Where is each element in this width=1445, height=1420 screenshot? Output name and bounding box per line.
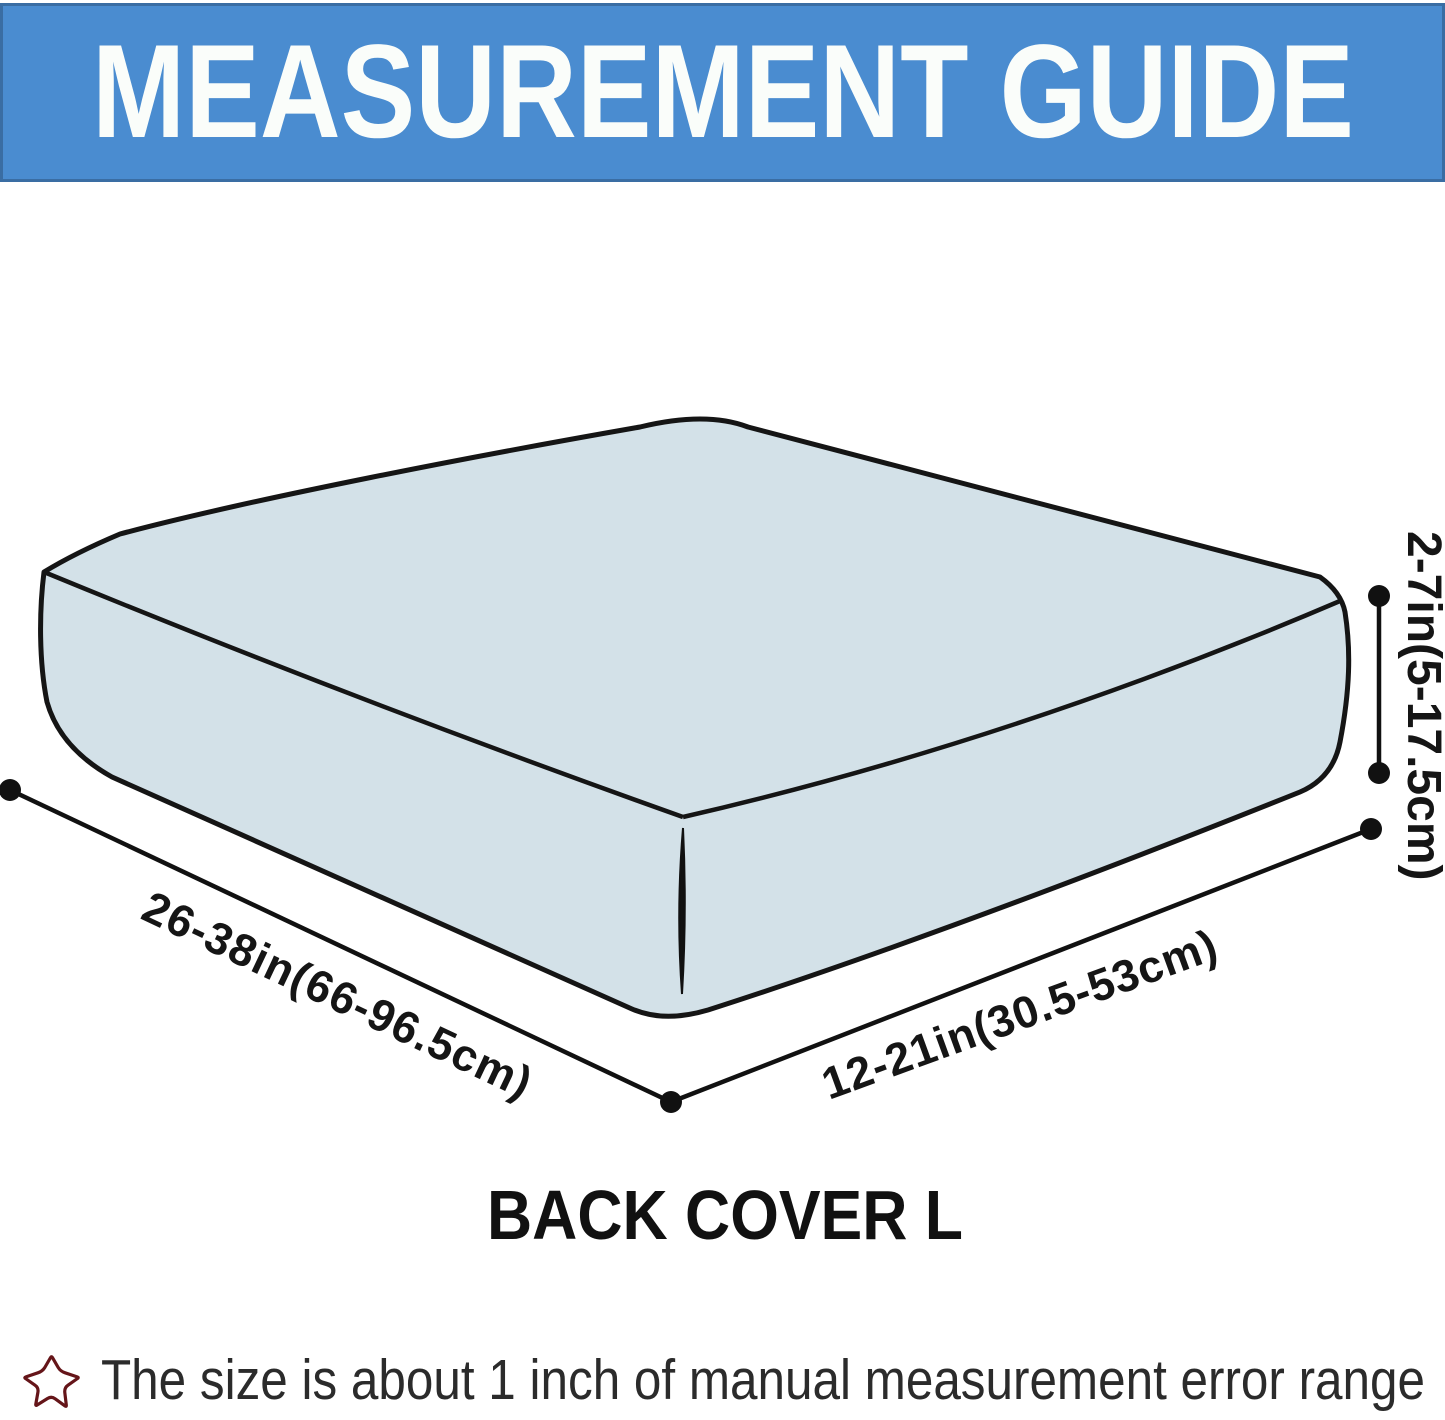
svg-text:2-7in(5-17.5cm): 2-7in(5-17.5cm) bbox=[1397, 531, 1445, 880]
svg-text:The size is about 1 inch of ma: The size is about 1 inch of manual measu… bbox=[101, 1348, 1425, 1412]
svg-text:BACK COVER L: BACK COVER L bbox=[487, 1176, 963, 1254]
svg-text:MEASUREMENT GUIDE: MEASUREMENT GUIDE bbox=[92, 18, 1354, 166]
